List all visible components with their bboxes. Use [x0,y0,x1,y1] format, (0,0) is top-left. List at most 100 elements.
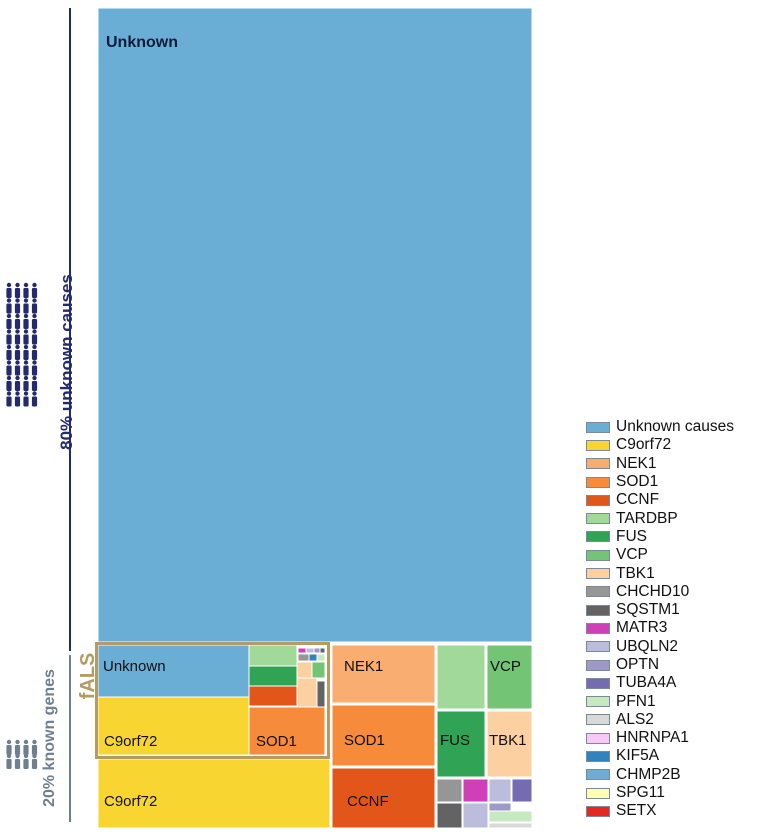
person-icon [6,344,12,360]
legend-swatch [586,586,610,598]
legend-label: SETX [616,802,657,820]
legend-swatch [586,805,610,817]
legend-item: Unknown causes [586,418,734,436]
legend-item: HNRNPA1 [586,729,734,747]
cell-fals-tbk1 [296,661,313,679]
person-icon [23,313,29,329]
people-icon-group-unknown [6,282,38,407]
cell-fus [436,710,486,778]
cell-c9orf72 [97,758,331,829]
legend-label: HNRNPA1 [616,729,689,747]
legend-swatch [586,476,610,488]
cell-als2 [488,822,533,829]
legend-label: KIF5A [616,747,660,765]
legend-swatch [586,641,610,653]
person-icon [23,360,29,376]
cell-tbk1 [486,710,533,778]
person-icon [23,344,29,360]
person-icon [6,753,12,769]
legend-label: TARDBP [616,509,678,527]
person-icon [31,344,38,360]
cell-matr3 [462,778,489,803]
cell-sqstm1 [436,802,463,829]
legend-item: CCNF [586,491,734,509]
person-icon [31,298,38,314]
person-icon [6,329,12,345]
cell-nek1 [331,644,436,704]
legend-label: CHCHD10 [616,582,690,600]
legend-swatch [586,769,610,781]
cell-fals-kif5a [308,653,318,662]
legend-label: FUS [616,527,647,545]
unknown-causes-label: 80% unknown causes [57,274,76,450]
legend-item: TUBA4A [586,674,734,692]
legend-item: TARDBP [586,509,734,527]
person-icon [6,360,12,376]
person-icon [31,739,38,755]
cell-fals-sod1 [248,706,326,756]
legend-label: TUBA4A [616,674,677,692]
person-icon [6,739,12,755]
nek1-label: NEK1 [344,658,383,675]
tbk1-label: TBK1 [489,732,527,749]
people-icon-group-known [6,739,38,769]
legend-item: CHMP2B [586,766,734,784]
legend-label: SQSTM1 [616,601,680,619]
person-icon [31,375,38,391]
person-icon [31,282,38,298]
cell-chchd10 [436,778,463,803]
legend-swatch [586,696,610,708]
cell-fals-tardbp [248,644,298,667]
vcp-label: VCP [490,658,521,675]
legend-label: MATR3 [616,619,668,637]
legend-label: NEK1 [616,454,657,472]
cell-fals-chchd10 [297,653,310,662]
person-icon [23,329,29,345]
legend-label: CHMP2B [616,765,681,783]
cell-tuba4a [511,778,533,803]
person-icon [14,739,21,755]
person-icon [31,313,38,329]
person-icon [31,329,38,345]
legend-label: UBQLN2 [616,637,679,655]
person-icon [14,344,21,360]
legend-item: SETX [586,802,734,820]
legend-swatch [586,750,610,762]
c9orf72-label: C9orf72 [104,793,157,810]
person-icon [14,360,21,376]
cell-vcp [486,644,533,710]
cell-fals-c9orf72 [97,696,250,756]
legend-item: ALS2 [586,711,734,729]
legend-label: OPTN [616,656,660,673]
person-icon [6,298,12,314]
legend-label: ALS2 [616,710,654,728]
person-icon [14,391,21,407]
legend-label: CCNF [616,491,660,509]
legend-item: UBQLN2 [586,638,734,656]
fals-unknown-label: Unknown [103,658,166,675]
cell-fals-pfn1 [316,653,326,662]
cell-pfn1 [488,810,533,823]
legend-label: TBK1 [616,564,655,582]
legend-item: SQSTM1 [586,601,734,619]
cell-optn [488,802,512,812]
person-icon [14,298,21,314]
person-icon [14,313,21,329]
legend-item: KIF5A [586,747,734,765]
known-genes-label: 20% known genes [41,669,58,807]
legend-item: PFN1 [586,692,734,710]
legend-swatch [586,787,610,799]
fals-label: fALS [77,653,99,700]
legend-label: SPG11 [616,784,665,802]
person-icon [23,298,29,314]
person-icon [31,360,38,376]
person-icon [23,753,29,769]
cell-unknown [97,7,533,643]
person-icon [14,375,21,391]
legend-swatch [586,714,610,726]
legend-swatch [586,677,610,689]
treemap-cells [97,7,533,829]
legend-item: CHCHD10 [586,583,734,601]
